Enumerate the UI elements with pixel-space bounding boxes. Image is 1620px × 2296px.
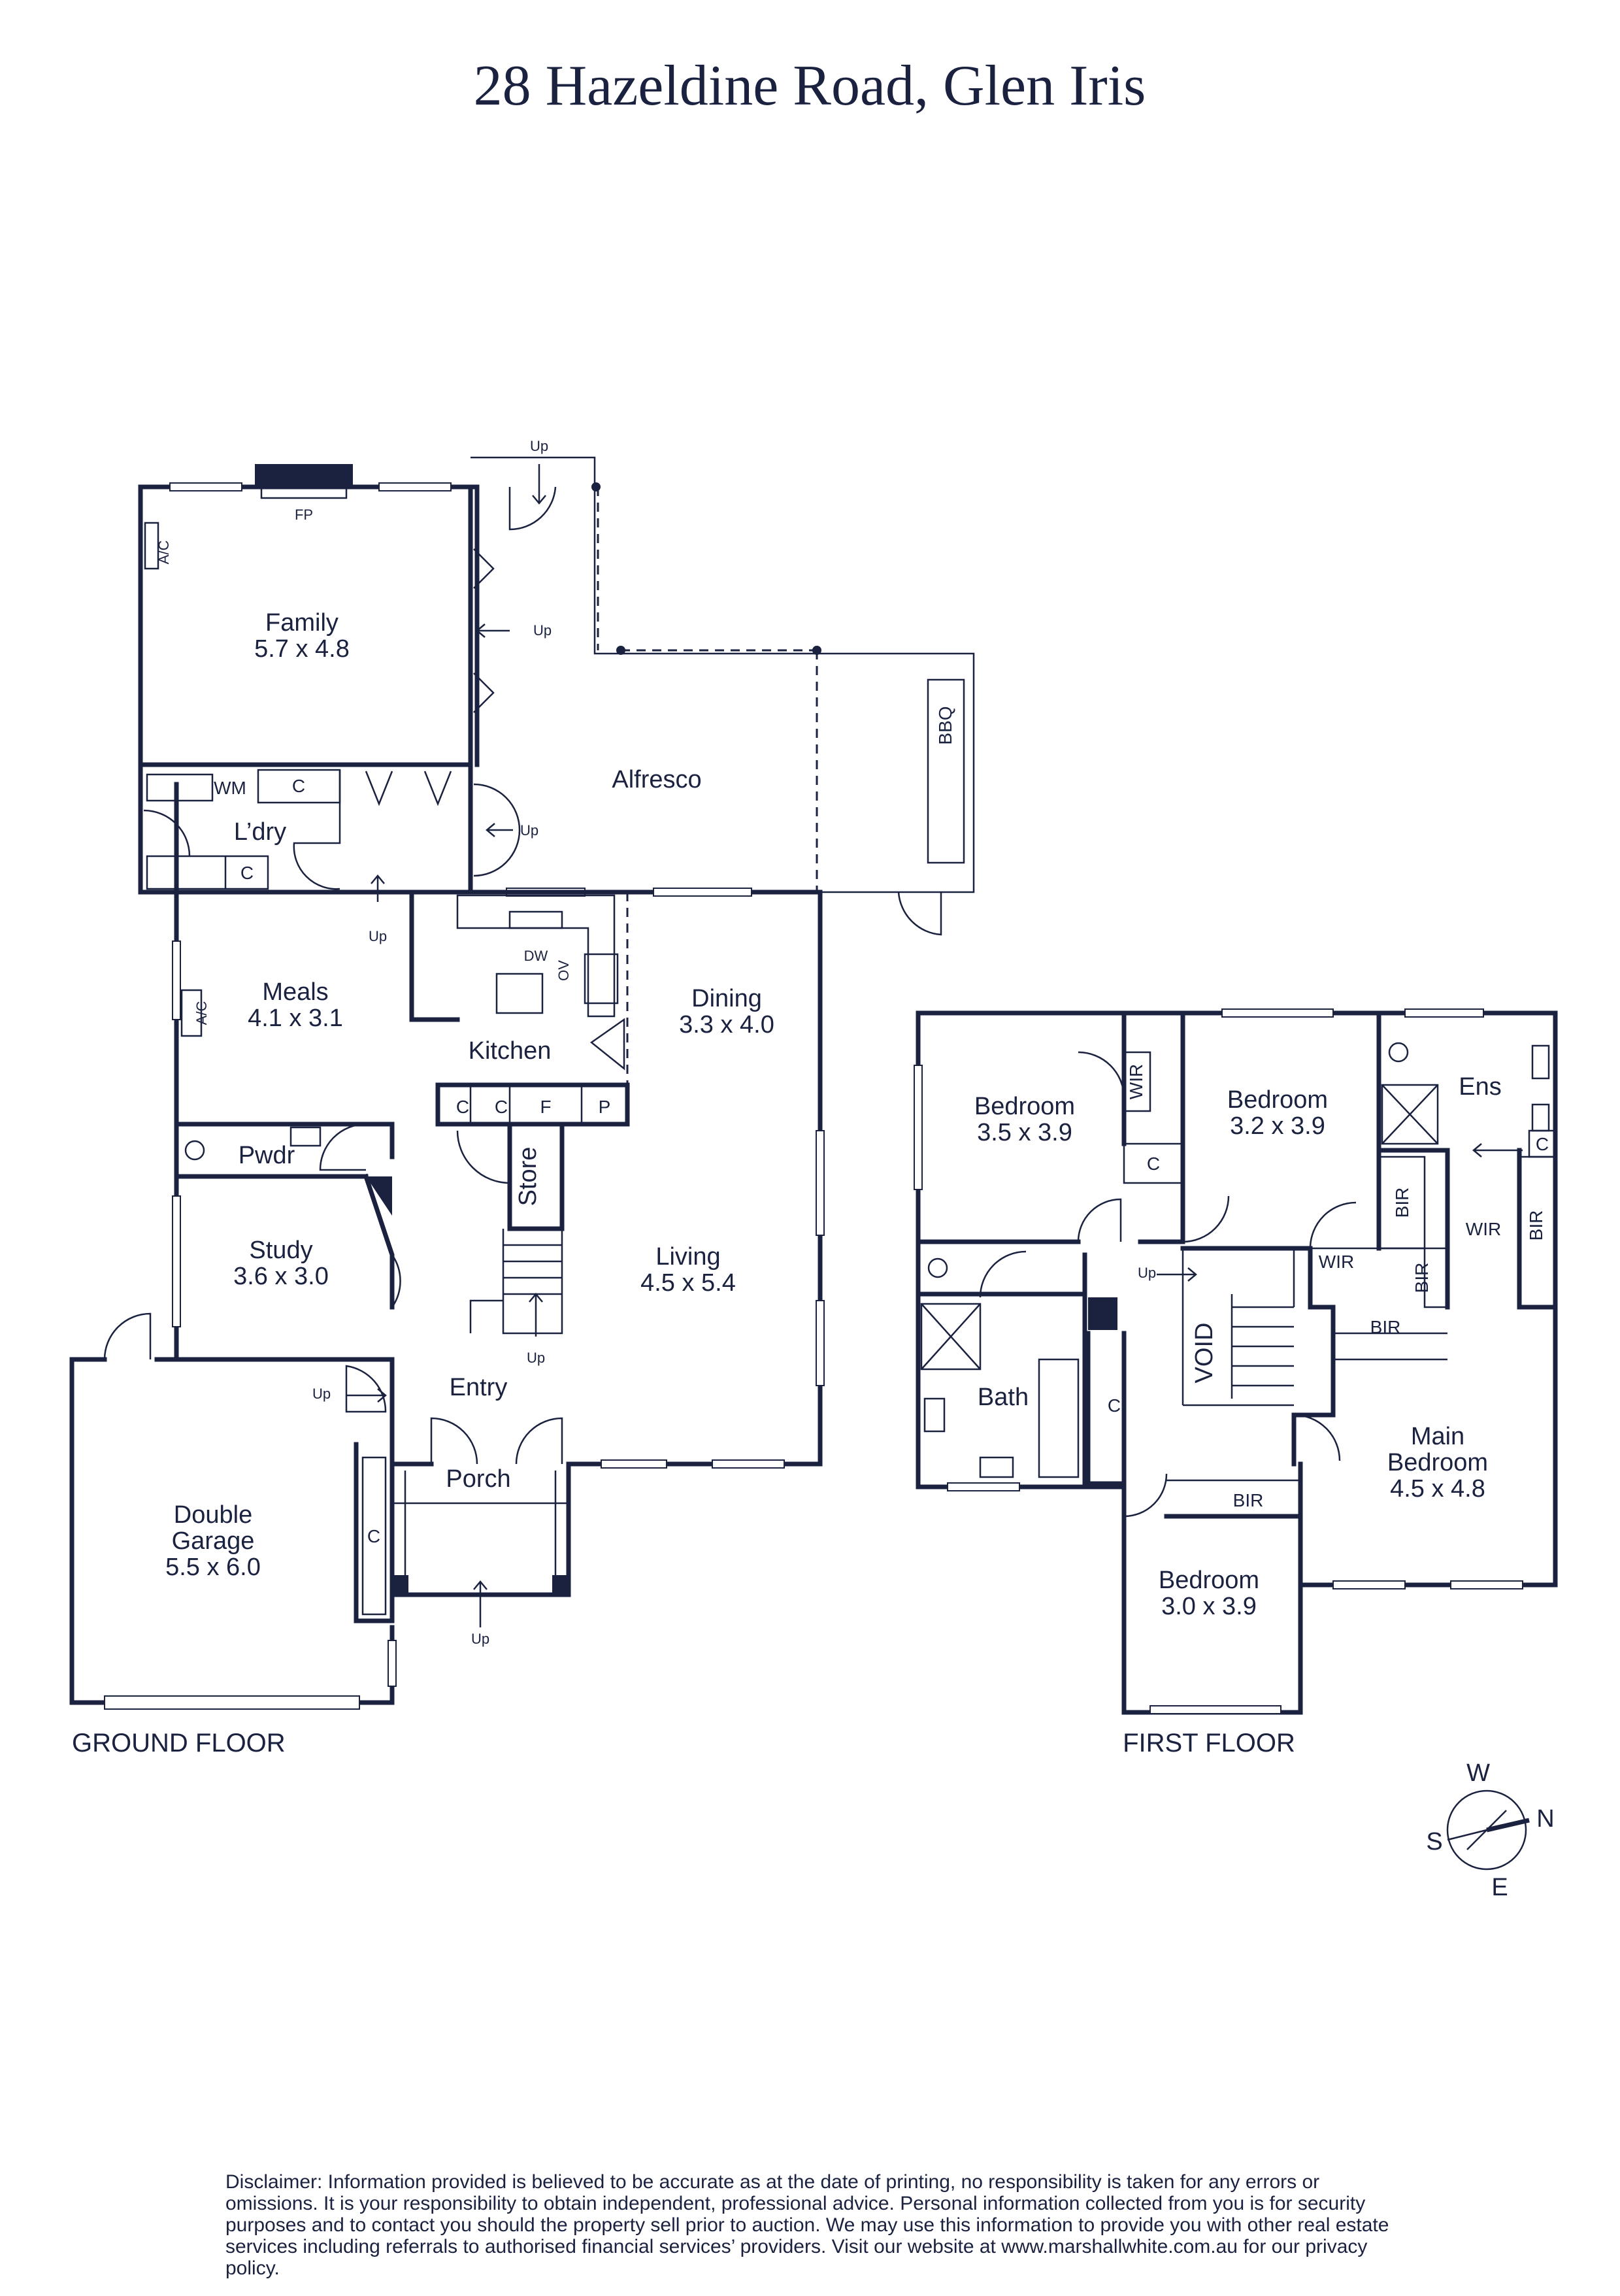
first-floor-plan [914, 1008, 1558, 1715]
up-label-alfresco: Up [520, 822, 538, 839]
main-bedroom-label-2: Bedroom [1387, 1449, 1488, 1476]
laundry-cupboard-label: C [292, 776, 305, 796]
bir-label-ens-1: BIR [1392, 1188, 1412, 1218]
alfresco-label: Alfresco [612, 766, 701, 793]
study-dims: 3.6 x 3.0 [233, 1263, 329, 1290]
dining-label: Dining [691, 985, 762, 1012]
cupboard-label-bath: C [1108, 1395, 1121, 1416]
cupboard-label-hall: C [1147, 1154, 1160, 1174]
store-label: Store [514, 1147, 542, 1206]
fireplace-label: FP [295, 507, 313, 523]
kitchen-label: Kitchen [469, 1037, 552, 1065]
up-label-garage: Up [312, 1386, 331, 1402]
bedroom-a-dims: 3.5 x 3.9 [977, 1119, 1072, 1146]
family-dims: 5.7 x 4.8 [254, 635, 350, 663]
first-floor-label: FIRST FLOOR [1123, 1729, 1295, 1757]
ground-floor-plan [69, 456, 975, 1710]
study-label: Study [249, 1237, 312, 1264]
bath-label: Bath [978, 1384, 1029, 1411]
fridge-label: F [540, 1097, 551, 1117]
bir-label-bedroom-c: BIR [1233, 1490, 1264, 1510]
ens-label: Ens [1459, 1073, 1501, 1101]
garage-cupboard-label: C [367, 1526, 380, 1546]
living-label: Living [655, 1243, 720, 1271]
up-label-first-floor: Up [1138, 1265, 1156, 1281]
bedroom-c-dims: 3.0 x 3.9 [1161, 1593, 1257, 1620]
wm-label: WM [214, 778, 246, 798]
compass [1446, 1789, 1530, 1871]
bir-label-main-1: BIR [1412, 1263, 1432, 1293]
bedroom-c-label: Bedroom [1159, 1567, 1259, 1594]
compass-n: N [1536, 1805, 1554, 1833]
garage-dims: 5.5 x 6.0 [165, 1554, 261, 1581]
entry-label: Entry [450, 1374, 508, 1401]
bir-label-ens-2: BIR [1526, 1210, 1546, 1241]
laundry-label: L’dry [234, 818, 286, 846]
kitchen-cupboard-1-label: C [456, 1097, 469, 1117]
porch-label: Porch [446, 1465, 510, 1493]
ac-label-family: A/C [156, 541, 172, 565]
up-label-family: Up [533, 622, 552, 639]
living-dims: 4.5 x 5.4 [640, 1269, 736, 1297]
dw-label: DW [524, 948, 548, 964]
compass-e: E [1491, 1874, 1508, 1901]
up-label-porch: Up [471, 1631, 489, 1647]
laundry-cupboard-2-label: C [240, 863, 254, 883]
up-label-stairs: Up [527, 1350, 545, 1366]
ov-label: OV [555, 960, 572, 981]
garage-label-1: Double [174, 1501, 252, 1529]
kitchen-cupboard-2-label: C [495, 1097, 508, 1117]
page-title: 28 Hazeldine Road, Glen Iris [474, 54, 1146, 118]
bedroom-a-label: Bedroom [974, 1093, 1075, 1120]
pantry-label: P [599, 1097, 611, 1117]
void-label: VOID [1191, 1323, 1218, 1384]
main-bedroom-label-1: Main [1411, 1423, 1464, 1450]
dining-dims: 3.3 x 4.0 [679, 1011, 774, 1039]
family-label: Family [265, 609, 339, 637]
wir-label-bedroom-a: WIR [1126, 1064, 1146, 1099]
disclaimer-text: Disclaimer: Information provided is beli… [225, 2171, 1389, 2279]
cupboard-label-ens: C [1536, 1134, 1549, 1154]
wir-label-hall: WIR [1319, 1252, 1354, 1272]
bedroom-b-label: Bedroom [1227, 1086, 1328, 1114]
ground-floor-label: GROUND FLOOR [72, 1729, 286, 1757]
compass-w: W [1466, 1759, 1490, 1787]
bir-label-main-2: BIR [1370, 1317, 1401, 1337]
meals-label: Meals [262, 978, 328, 1006]
up-label-top: Up [530, 438, 548, 454]
bedroom-b-dims: 3.2 x 3.9 [1230, 1112, 1325, 1140]
garage-label-2: Garage [172, 1527, 255, 1555]
meals-dims: 4.1 x 3.1 [248, 1005, 343, 1032]
bbq-label: BBQ [935, 706, 955, 744]
ac-label-meals: A/C [193, 1001, 210, 1025]
compass-s: S [1426, 1828, 1442, 1855]
up-label-meals: Up [369, 928, 387, 944]
pwdr-label: Pwdr [239, 1142, 295, 1169]
wir-label-main: WIR [1466, 1219, 1501, 1239]
main-bedroom-dims: 4.5 x 4.8 [1390, 1475, 1485, 1503]
